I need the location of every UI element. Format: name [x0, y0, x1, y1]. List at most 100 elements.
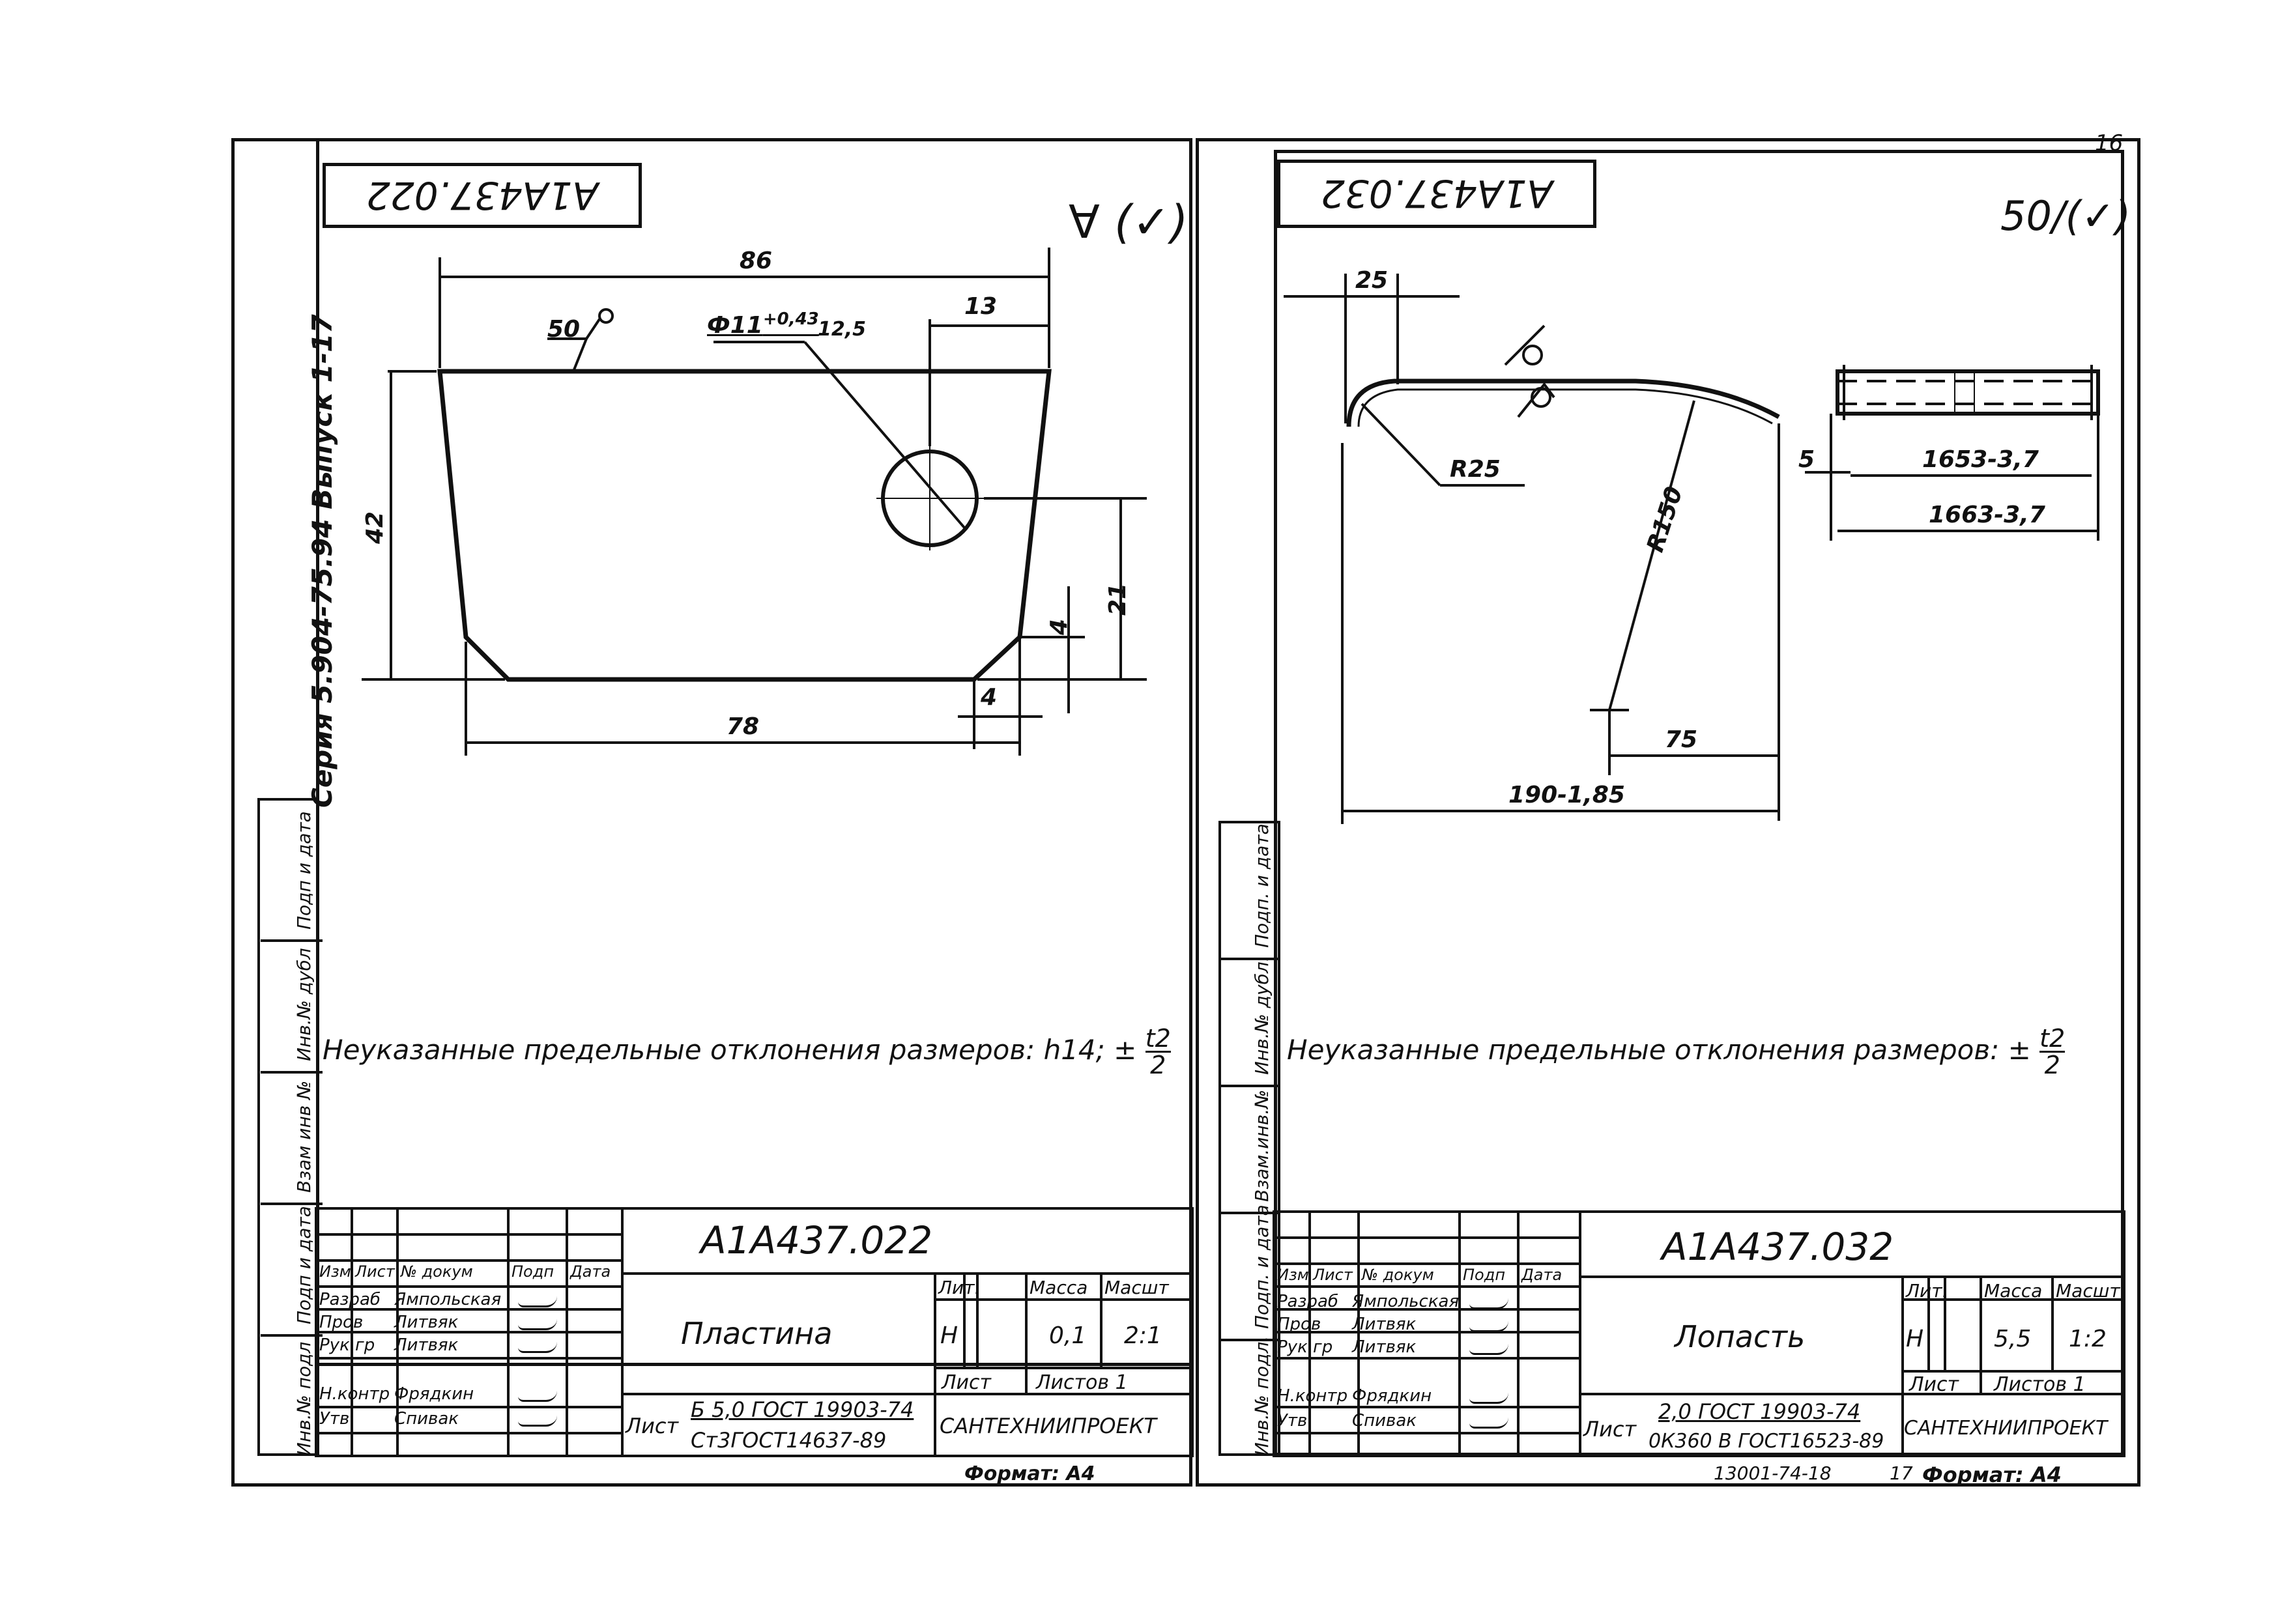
left-tb-scale-value: 2:1 [1124, 1322, 1162, 1349]
left-format: Формат: А4 [964, 1462, 1095, 1485]
right-tb-sheet-label: Лист [1909, 1373, 1959, 1396]
right-tb-sheets-label: Листов 1 [1994, 1373, 2086, 1396]
right-format: Формат: А4 [1922, 1462, 2062, 1487]
left-tb-staff-name: Литвяк [394, 1335, 459, 1355]
dim-5: 5 [1798, 446, 1815, 473]
signature [1469, 1321, 1508, 1332]
signature [1469, 1417, 1508, 1429]
left-tb-lit-label: Лит. [938, 1277, 981, 1298]
right-tb-material-top: 2,0 ГОСТ 19903-74 [1658, 1399, 1861, 1424]
right-sheet-inner-frame [1274, 150, 2124, 1456]
signature [518, 1416, 557, 1427]
signature [518, 1296, 557, 1307]
left-side-divider [261, 1203, 323, 1205]
left-tb-mass-value: 0,1 [1049, 1322, 1087, 1349]
left-tb-col-header: Подп [511, 1262, 555, 1281]
left-side-divider [261, 939, 323, 942]
left-tb-col-header: Лист [355, 1262, 395, 1281]
right-tolerance-note: Неуказанные предельные отклонения размер… [1287, 1024, 2066, 1079]
right-sheet-frame [1196, 138, 2140, 1487]
right-side-divider [1218, 1085, 1280, 1087]
right-tb-scale-label: Масшт [2056, 1280, 2120, 1302]
left-tb-staff-name: Ямпольская [394, 1290, 502, 1309]
right-tb-staff-name: Ямпольская [1352, 1292, 1460, 1311]
left-sheet-inner-frame [316, 138, 1192, 1366]
left-side-divider [261, 1334, 323, 1337]
signature [1469, 1344, 1508, 1355]
right-tb-staff-name: Фрядкин [1352, 1386, 1432, 1406]
left-tolerance-note: Неуказанные предельные отклонения размер… [323, 1024, 1171, 1079]
dim-hole: Ф11+0,43 [707, 309, 819, 339]
signature [1469, 1393, 1508, 1404]
right-tb-col-header: Лист [1313, 1266, 1353, 1284]
left-tb-staff-role: Разраб [319, 1290, 381, 1309]
left-tb-scale-label: Масшт [1104, 1277, 1169, 1298]
right-tb-mass-label: Масса [1984, 1280, 2043, 1302]
right-tb-lit-label: Лит. [1906, 1280, 1948, 1302]
dim-1653: 1653-3,7 [1922, 446, 2039, 473]
left-tb-lit-value: Н [940, 1322, 958, 1349]
left-tb-col-header: № докум [401, 1262, 473, 1281]
dim-78: 78 [727, 713, 760, 740]
right-side-divider [1218, 1212, 1280, 1214]
right-tb-material-prefix: Лист [1583, 1417, 1637, 1442]
left-tb-org: САНТЕХНИИПРОЕКТ [940, 1414, 1157, 1438]
left-side-divider [261, 1071, 323, 1074]
right-tb-col-header: Изм [1277, 1266, 1309, 1284]
right-tb-lit-value: Н [1906, 1326, 1924, 1352]
dim-190: 190-1,85 [1508, 782, 1625, 808]
right-footer-ref: 13001-74-18 [1714, 1462, 1832, 1484]
left-tb-sheets-label: Листов 1 [1036, 1371, 1128, 1394]
dim-4-horizontal: 4 [981, 684, 998, 711]
right-tb-col-header: Дата [1521, 1266, 1563, 1284]
left-tb-staff-role: Пров [319, 1313, 364, 1332]
dim-1663: 1663-3,7 [1929, 502, 2045, 528]
right-tb-staff-name: Литвяк [1352, 1315, 1417, 1334]
dim-75: 75 [1665, 726, 1698, 753]
left-tb-material-prefix: Лист [626, 1414, 679, 1438]
dim-25: 25 [1355, 267, 1389, 294]
right-tb-material-bottom: 0К360 В ГОСТ16523-89 [1649, 1430, 1884, 1453]
left-tb-material-bottom: Ст3ГОСТ14637-89 [691, 1428, 887, 1453]
right-tb-staff-role: Утв [1277, 1411, 1308, 1431]
left-tb-staff-role: Н.контр [319, 1384, 390, 1404]
left-tb-code: А1А437.022 [700, 1218, 933, 1262]
left-tb-sheet-label: Лист [942, 1371, 992, 1394]
signature [1469, 1298, 1508, 1309]
signature [518, 1391, 557, 1402]
left-tb-name: Пластина [681, 1316, 833, 1351]
dim-86: 86 [740, 248, 773, 274]
left-side-strip [257, 798, 319, 1456]
right-tb-staff-name: Спивак [1352, 1411, 1417, 1431]
left-tb-col-header: Дата [570, 1262, 611, 1281]
dim-13: 13 [964, 293, 998, 320]
dim-hole-roughness: 12,5 [818, 318, 867, 341]
dim-50: 50 [547, 316, 581, 343]
left-tb-staff-role: Утв [319, 1409, 350, 1429]
right-tb-staff-role: Рук гр [1277, 1337, 1333, 1357]
check-mark-icon: ∀ [1069, 195, 1100, 249]
right-page-number: 16 [2095, 130, 2124, 156]
left-tb-col-header: Изм [319, 1262, 351, 1281]
right-tb-staff-role: Разраб [1277, 1292, 1338, 1311]
left-roughness-mark: ∀ (✓) [1069, 195, 1188, 249]
right-tb-org: САНТЕХНИИПРОЕКТ [1904, 1417, 2108, 1440]
left-tb-staff-name: Спивак [394, 1409, 459, 1429]
right-tb-staff-name: Литвяк [1352, 1337, 1417, 1357]
right-tb-staff-role: Пров [1277, 1315, 1321, 1334]
right-tb-col-header: № докум [1362, 1266, 1434, 1284]
right-tb-col-header: Подп [1463, 1266, 1506, 1284]
right-side-divider [1218, 958, 1280, 960]
left-tb-staff-role: Рук гр [319, 1335, 375, 1355]
right-tb-code: А1А437.032 [1662, 1225, 1894, 1269]
right-side-divider [1218, 1339, 1280, 1341]
left-tb-material-top: Б 5,0 ГОСТ 19903-74 [691, 1397, 914, 1422]
right-tb-mass-value: 5,5 [1994, 1326, 2032, 1352]
right-tb-scale-value: 1:2 [2069, 1326, 2107, 1352]
signature [518, 1342, 557, 1353]
left-tb-staff-name: Фрядкин [394, 1384, 474, 1404]
right-tb-name: Лопасть [1675, 1319, 1806, 1354]
